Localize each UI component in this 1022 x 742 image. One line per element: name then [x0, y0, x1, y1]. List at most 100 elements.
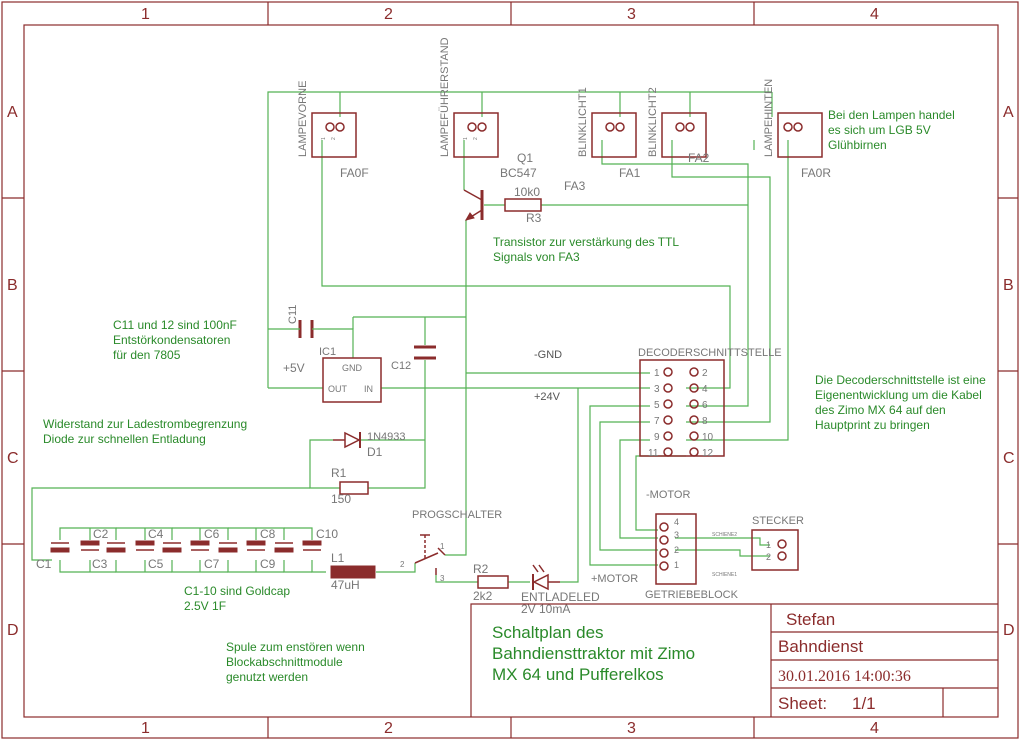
col-label-2-bottom: 2 [384, 720, 393, 737]
goldcap-c2 [80, 540, 100, 551]
r2-value: 2k2 [473, 589, 493, 603]
goldcap-c9 [274, 542, 294, 553]
title-sheet-value: 1/1 [852, 694, 876, 713]
q1-value: BC547 [500, 166, 537, 180]
svg-text:2: 2 [331, 137, 337, 140]
d1-name: D1 [367, 445, 383, 459]
net-5v: +5V [283, 361, 305, 375]
lamp-connectors [311, 112, 823, 158]
note-goldcap-1: C1-10 sind Goldcap [184, 584, 290, 598]
r2-name: R2 [473, 562, 489, 576]
capacitor-c12: C12 [391, 345, 436, 372]
title-project: Bahndienst [778, 637, 863, 656]
note-coil-3: genutzt werden [226, 670, 308, 684]
svg-text:2: 2 [674, 545, 679, 555]
net-fa2: FA2 [688, 151, 710, 165]
svg-text:1: 1 [463, 137, 469, 140]
connector-lampehinten [777, 112, 823, 158]
svg-text:2: 2 [473, 137, 479, 140]
c10-name: C10 [316, 527, 338, 541]
note-lamps-2: es sich um LGB 5V [828, 123, 931, 137]
c7-name: C7 [204, 557, 220, 571]
svg-text:9: 9 [654, 432, 660, 443]
d1-value: 1N4933 [367, 431, 406, 443]
net-24v: +24V [534, 391, 561, 403]
note-coil-2: Blockabschnittmodule [226, 655, 343, 669]
transistor-q1: Q1 BC547 FA3 [463, 151, 586, 221]
label-lampevorne: LAMPEVORNE [297, 81, 309, 157]
row-label-d-right: D [1003, 622, 1015, 639]
svg-text:2: 2 [702, 368, 708, 379]
row-label-a: A [7, 104, 18, 121]
connector-lampefuehrerstand [453, 112, 499, 158]
r1-value: 150 [331, 492, 351, 506]
svg-text:3: 3 [440, 574, 445, 583]
title-block: Schaltplan des Bahndiensttraktor mit Zim… [470, 603, 998, 717]
c5-name: C5 [148, 557, 164, 571]
svg-text:5: 5 [654, 400, 660, 411]
label-lampehinten: LAMPEHINTEN [763, 79, 775, 157]
r3-name: R3 [526, 211, 542, 225]
regulator-ic1: IC1 GND OUT IN +5V [283, 346, 382, 403]
svg-text:12: 12 [702, 448, 714, 459]
l1-name: L1 [331, 551, 345, 565]
svg-text:1: 1 [674, 560, 679, 570]
title-line-3: MX 64 und Pufferelkos [492, 665, 664, 684]
led-value: 2V 10mA [521, 602, 570, 616]
stecker-name: STECKER [752, 515, 804, 527]
connector-blinklicht2 [661, 112, 707, 158]
note-lamps-1: Bei den Lampen handel [828, 108, 955, 122]
getriebeblock-name: GETRIEBEBLOCK [645, 589, 739, 601]
getriebeblock: 4 3 2 1 GETRIEBEBLOCK -MOTOR +MOTOR [591, 489, 739, 601]
label-blinklicht1: BLINKLICHT1 [577, 87, 589, 157]
stecker-tag-schiene2: SCHIENE2 [712, 532, 737, 538]
c6-name: C6 [204, 527, 220, 541]
note-caps-1: C11 und 12 sind 100nF [113, 318, 237, 332]
annotation-notes: Bei den Lampen handel es sich um LGB 5V … [43, 108, 986, 684]
col-label-3-bottom: 3 [627, 720, 636, 737]
col-label-1-bottom: 1 [141, 720, 150, 737]
decoder-name: DECODERSCHNITTSTELLE [638, 347, 782, 359]
note-caps-2: Entstörkondensatoren [113, 333, 230, 347]
note-decoder-1: Die Decoderschnittstelle ist eine [815, 373, 986, 387]
ic1-gnd: GND [342, 363, 363, 373]
svg-text:1: 1 [766, 540, 771, 550]
svg-text:10: 10 [702, 432, 714, 443]
note-decoder-3: des Zimo MX 64 auf den [815, 403, 946, 417]
decoder-interface: DECODERSCHNITTSTELLE 1 3 5 7 9 11 2 4 6 … [638, 347, 782, 459]
col-label-2: 2 [384, 6, 393, 23]
c8-name: C8 [260, 527, 276, 541]
net-fa1: FA1 [619, 166, 641, 180]
title-sheet-label: Sheet: [778, 694, 827, 713]
svg-text:4: 4 [702, 384, 708, 395]
svg-text:4: 4 [674, 517, 679, 527]
svg-text:6: 6 [702, 400, 708, 411]
svg-text:3: 3 [654, 384, 660, 395]
goldcap-c3 [106, 542, 126, 553]
stecker-tag-schiene1: SCHIENE1 [712, 572, 737, 578]
resistor-r3: 10k0 R3 [504, 185, 542, 225]
note-lamps-3: Glühbirnen [828, 138, 887, 152]
svg-text:2: 2 [766, 552, 771, 562]
q1-net: FA3 [564, 179, 586, 193]
col-label-3: 3 [627, 6, 636, 23]
resistor-r2: R2 2k2 [473, 562, 509, 603]
title-date: 30.01.2016 14:00:36 [778, 668, 911, 685]
switch-progschalter: PROGSCHALTER 1 2 3 [400, 509, 502, 583]
goldcap-c1 [50, 542, 70, 553]
goldcap-c4 [135, 540, 155, 551]
ic1-in: IN [364, 384, 373, 394]
grid-labels: 1 2 3 4 1 2 3 4 A B C D A B C D [7, 6, 1015, 737]
title-line-1: Schaltplan des [492, 623, 604, 642]
led-entladeled: ENTLADELED 2V 10mA [521, 564, 600, 616]
note-goldcap-2: 2.5V 1F [184, 599, 226, 613]
note-transistor-2: Signals von FA3 [493, 250, 580, 264]
connector-blinklicht1 [591, 112, 637, 158]
svg-text:3: 3 [674, 530, 679, 540]
ic1-out: OUT [328, 384, 348, 394]
progschalter-name: PROGSCHALTER [412, 509, 502, 521]
r3-value: 10k0 [514, 185, 540, 199]
net-fa0f: FA0F [340, 166, 369, 180]
title-line-2: Bahndiensttraktor mit Zimo [492, 644, 695, 663]
c4-name: C4 [148, 527, 164, 541]
